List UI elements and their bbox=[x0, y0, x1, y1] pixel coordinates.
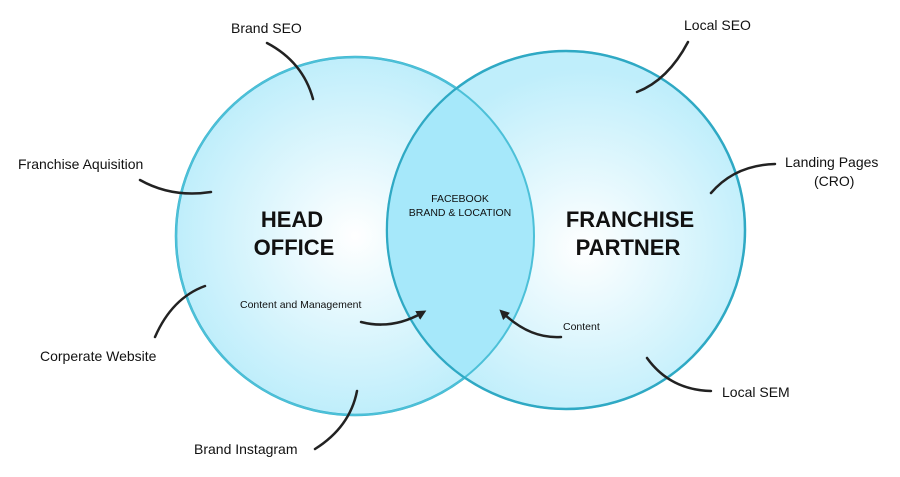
content-and-management-label: Content and Management bbox=[240, 299, 361, 311]
callout-corperate-website: Corperate Website bbox=[40, 348, 157, 364]
connector-brand-instagram bbox=[313, 389, 359, 451]
callout-landing-pages-line2: (CRO) bbox=[814, 173, 854, 189]
connector-local-seo bbox=[635, 40, 690, 94]
callout-local-sem: Local SEM bbox=[722, 384, 790, 400]
callout-landing-pages-line1: Landing Pages bbox=[785, 154, 878, 170]
connector-corperate-website bbox=[153, 284, 207, 339]
overlap-label-line2: BRAND & LOCATION bbox=[409, 207, 512, 219]
head-office-title-line1: HEAD bbox=[261, 207, 323, 232]
connector-local-sem bbox=[645, 356, 713, 393]
content-label: Content bbox=[563, 321, 600, 333]
head-office-circle-outline bbox=[175, 56, 535, 416]
connector-landing-pages bbox=[709, 162, 777, 195]
head-office-title-line2: OFFICE bbox=[254, 235, 335, 260]
callout-brand-instagram: Brand Instagram bbox=[194, 441, 298, 457]
franchise-partner-title-line1: FRANCHISE bbox=[566, 207, 694, 232]
arrow-content-and-management bbox=[359, 310, 427, 326]
franchise-partner-circle-outline bbox=[386, 50, 746, 410]
overlap-label-line1: FACEBOOK bbox=[431, 193, 489, 205]
callout-local-seo: Local SEO bbox=[684, 17, 751, 33]
callout-brand-seo: Brand SEO bbox=[231, 20, 302, 36]
arrow-content bbox=[499, 309, 563, 339]
connector-brand-seo bbox=[265, 41, 315, 101]
connector-franchise-aquisition bbox=[138, 178, 213, 195]
callout-franchise-aquisition: Franchise Aquisition bbox=[18, 156, 143, 172]
franchise-partner-title-line2: PARTNER bbox=[576, 235, 681, 260]
overlap-region bbox=[387, 57, 534, 409]
